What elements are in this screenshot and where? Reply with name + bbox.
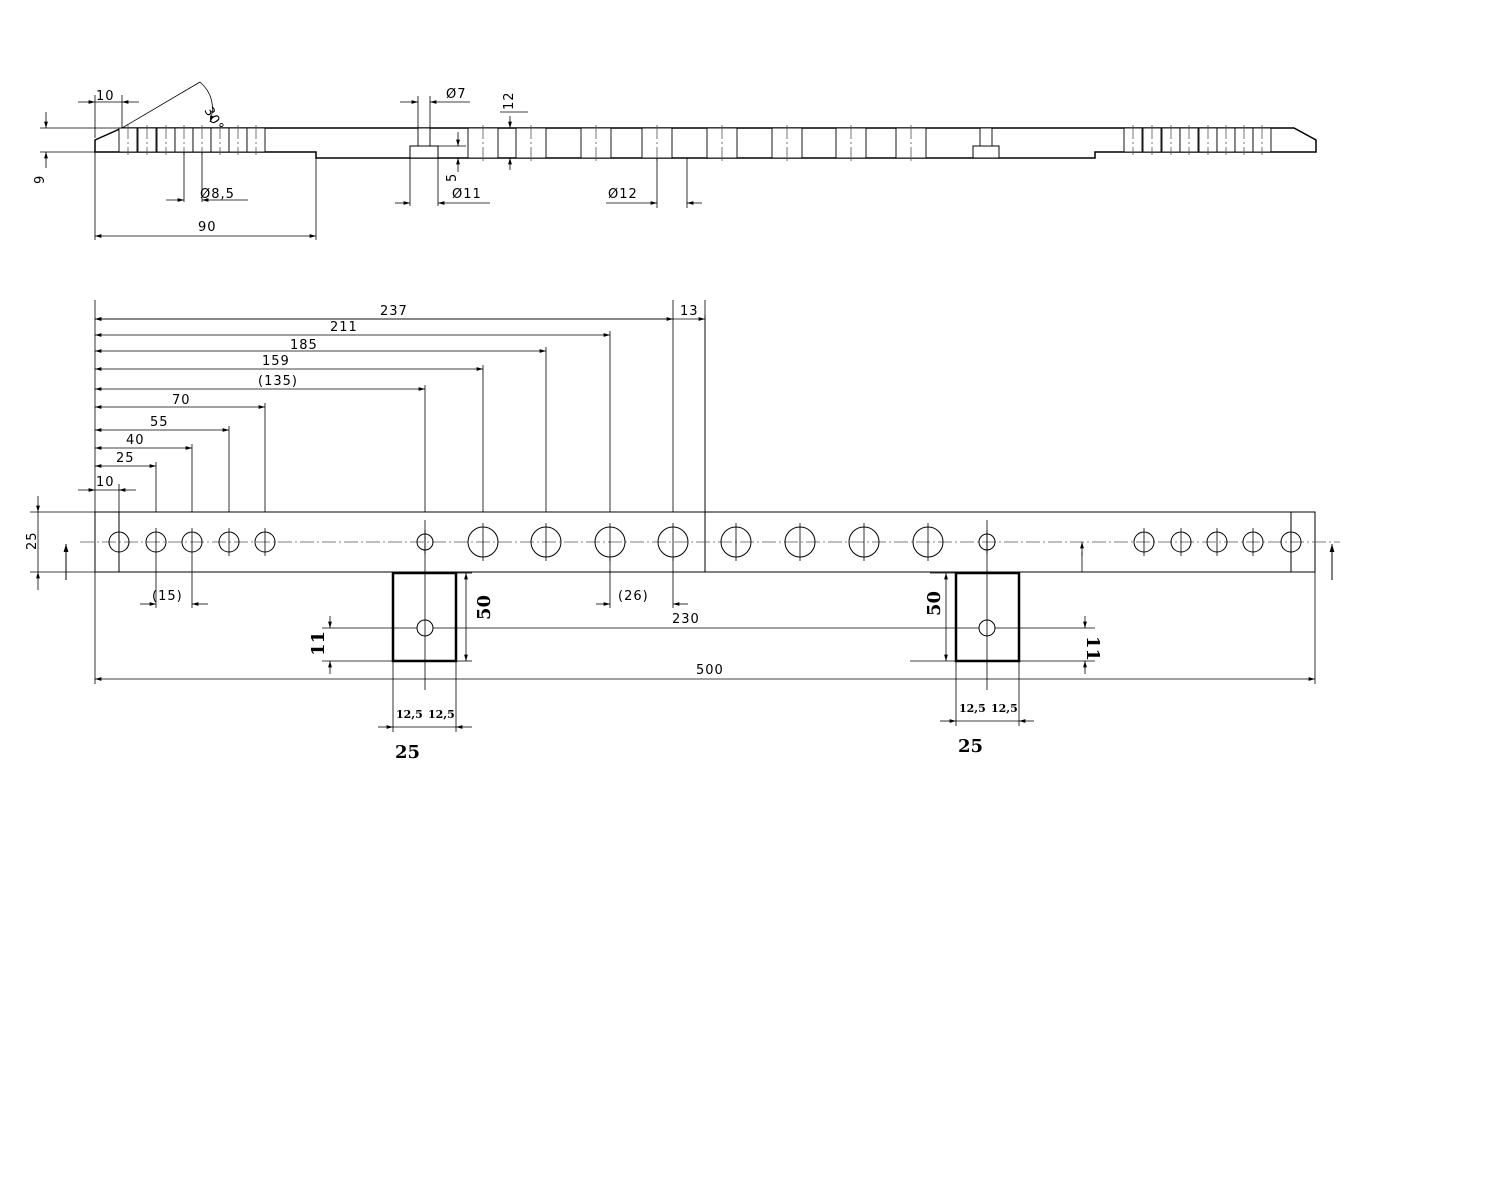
dim-185: 185 [290,338,318,353]
counterbore-right [972,145,1000,159]
dim-section-dia11: Ø11 [452,187,482,202]
plan-view: 237 13 211 185 159 (135) 70 55 40 25 10 … [25,300,1340,763]
dim-230: 230 [672,612,700,627]
dim-section-dia85: Ø8,5 [200,187,235,202]
tab-left-height: 50 [474,595,495,620]
tab-right [954,571,1021,663]
dim-135: (135) [258,374,298,389]
dim-section-12: 12 [502,91,517,110]
tab-right-width: 25 [958,736,983,757]
dim-40: 40 [126,433,145,448]
section-holes [118,125,1272,161]
dim-13: 13 [680,304,699,319]
dim-70: 70 [172,393,191,408]
dim-211: 211 [330,320,358,335]
dim-159: 159 [262,354,290,369]
dim-500: 500 [696,663,724,678]
dim-pitch-26: (26) [618,589,649,604]
tab-right-offset: 11 [1082,636,1103,661]
dim-section-5: 5 [445,173,460,182]
dim-section-90: 90 [198,220,217,235]
dim-10: 10 [96,475,115,490]
tab-right-half-b: 12,5 [991,702,1018,715]
dim-25: 25 [116,451,135,466]
tab-left [391,571,458,663]
dim-section-dia7: Ø7 [446,87,467,102]
tab-left-half-b: 12,5 [428,708,455,721]
stacked-dimensions [78,300,706,512]
tab-left-half-a: 12,5 [396,708,423,721]
tab-left-width: 25 [395,742,420,763]
dim-237: 237 [380,304,408,319]
section-view: 10 30° Ø7 12 9 5 Ø8,5 [33,81,1317,240]
tab-left-offset: 11 [308,631,329,656]
dim-section-9: 9 [33,175,48,184]
counterbore-left [409,145,439,159]
dim-pitch-15: (15) [152,589,183,604]
tab-right-half-a: 12,5 [959,702,986,715]
dim-width-25: 25 [25,531,40,550]
tab-right-height: 50 [924,591,945,616]
dim-section-dia12: Ø12 [608,187,638,202]
dim-section-10: 10 [96,89,115,104]
dim-55: 55 [150,415,169,430]
